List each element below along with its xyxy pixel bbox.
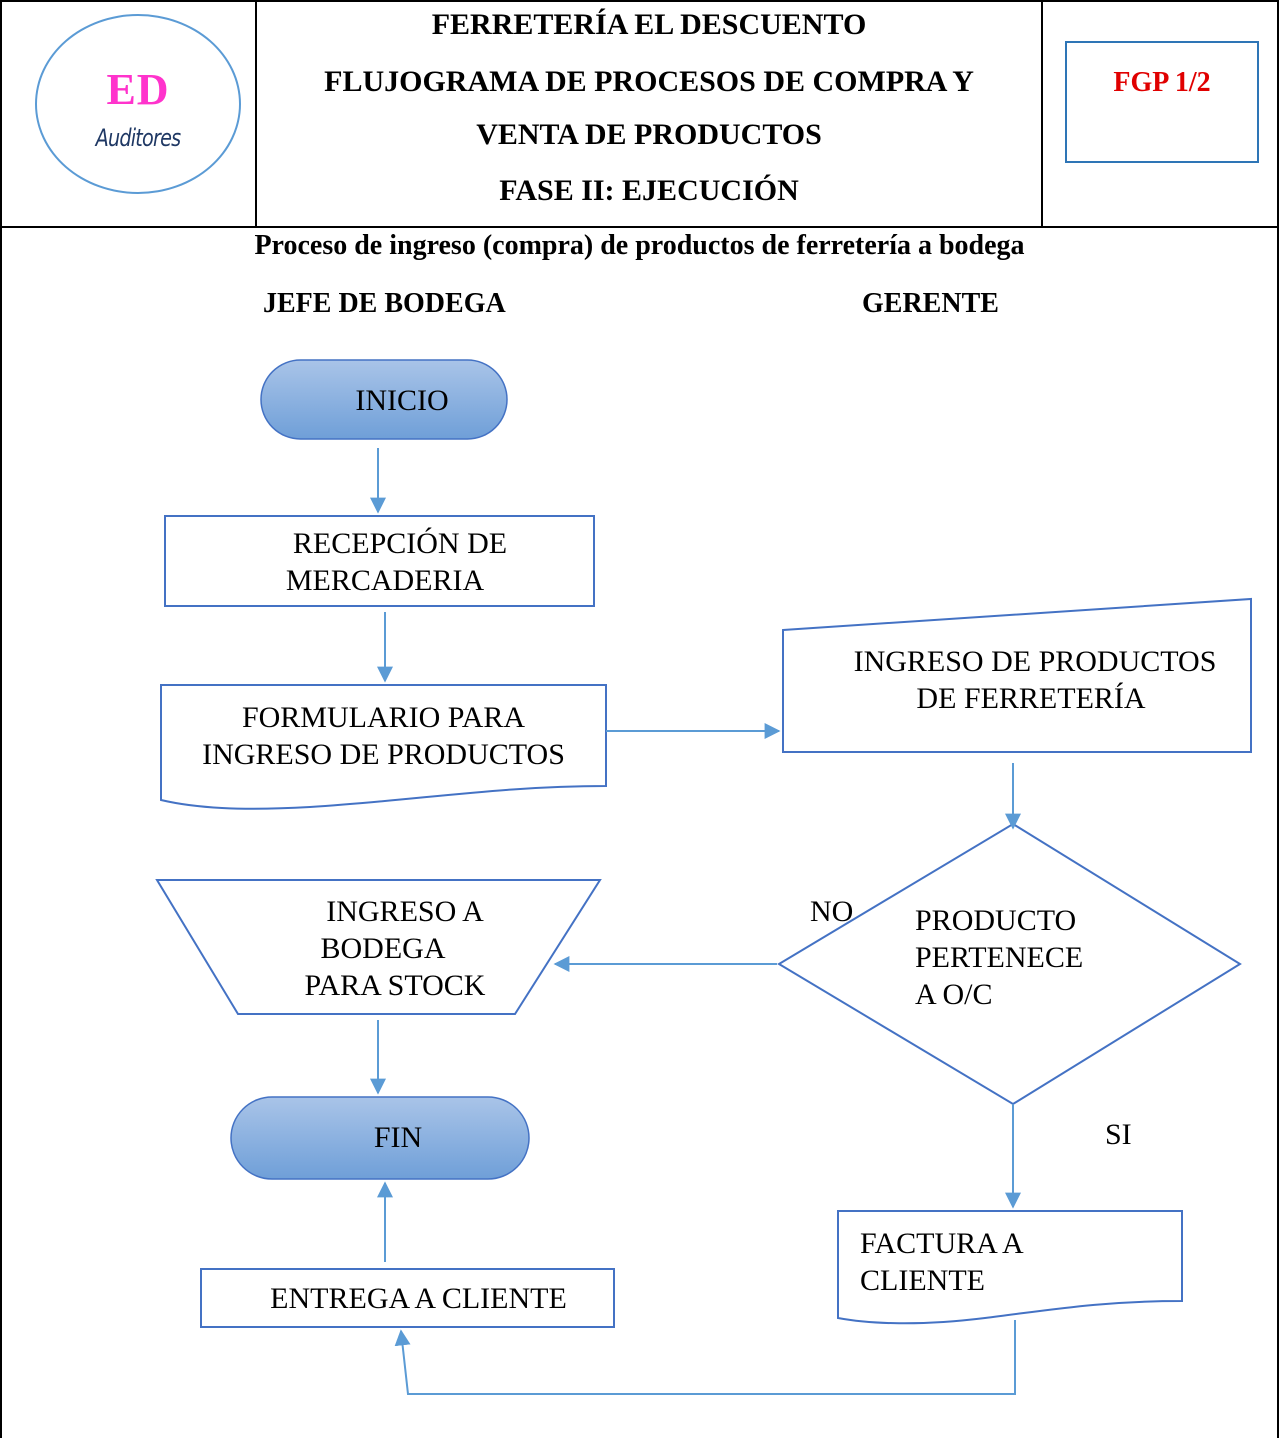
factura-label-line-2: CLIENTE	[860, 1264, 985, 1297]
ingreso-productos-manual-input-shape	[782, 597, 1252, 753]
formulario-label-line-2: INGRESO DE PRODUCTOS	[202, 738, 565, 771]
frame-divider-1	[255, 0, 257, 227]
lane-label-jefe-de-bodega: JEFE DE BODEGA	[263, 288, 506, 319]
frame-header-bottom	[0, 226, 1279, 228]
frame-left	[0, 0, 2, 1438]
formulario-document-shape	[160, 684, 607, 810]
process-title: Proceso de ingreso (compra) de productos…	[254, 230, 1025, 261]
fin-label: FIN	[373, 1121, 423, 1154]
recepcion-label-line-1: RECEPCIÓN DE	[292, 527, 508, 560]
decision-label-line-1: PRODUCTO	[915, 904, 1077, 937]
company-name: FERRETERÍA EL DESCUENTO	[431, 8, 867, 41]
formulario-label: FORMULARIO PARA INGRESO DE PRODUCTOS	[161, 699, 606, 773]
entrega-process-box	[200, 1268, 615, 1328]
ingreso-bodega-label-line-3: PARA STOCK	[304, 969, 486, 1002]
lane-label-gerente: GERENTE	[862, 288, 999, 319]
inicio-label: INICIO	[355, 384, 449, 417]
ingreso-productos-label-line-1: INGRESO DE PRODUCTOS	[853, 645, 1217, 678]
ingreso-productos-label-line-2: DE FERRETERÍA	[916, 682, 1146, 715]
ingreso-bodega-label-line-1: INGRESO A	[326, 895, 484, 928]
decision-label-line-2: PERTENECE	[915, 941, 1084, 974]
decision-label-line-3: A O/C	[915, 978, 993, 1011]
recepcion-label: RECEPCIÓN DE MERCADERIA	[180, 525, 620, 599]
arrow-factura-to-entrega	[394, 1320, 1016, 1395]
ingreso-bodega-trapezoid	[155, 879, 602, 1015]
logo-mark: ED	[106, 65, 170, 114]
document-code-box: FGP 1/2	[1065, 41, 1259, 163]
factura-label: FACTURA A CLIENTE	[860, 1225, 1024, 1299]
document-title-line-1: FLUJOGRAMA DE PROCESOS DE COMPRA Y	[324, 65, 974, 98]
decision-label: PRODUCTO PERTENECE A O/C	[915, 902, 1083, 1013]
recepcion-label-line-2: MERCADERIA	[285, 564, 485, 597]
frame-top	[0, 0, 1279, 2]
factura-label-line-1: FACTURA A	[860, 1227, 1024, 1260]
edge-label-si: SI	[1105, 1118, 1132, 1151]
formulario-label-line-1: FORMULARIO PARA	[241, 701, 526, 734]
logo-subtitle: Auditores	[95, 124, 181, 152]
inicio-terminal	[260, 359, 508, 440]
ingreso-bodega-label: INGRESO A BODEGA PARA STOCK	[280, 893, 510, 1004]
phase-title: FASE II: EJECUCIÓN	[499, 174, 799, 207]
ingreso-bodega-label-line-2: BODEGA	[320, 932, 446, 965]
ingreso-productos-label: INGRESO DE PRODUCTOS DE FERRETERÍA	[820, 643, 1250, 717]
fin-terminal	[230, 1096, 530, 1180]
factura-document-shape	[837, 1210, 1183, 1325]
document-title-line-2: VENTA DE PRODUCTOS	[476, 118, 822, 151]
logo: ED Auditores	[35, 14, 241, 194]
document-code: FGP 1/2	[1113, 67, 1211, 98]
frame-right	[1277, 0, 1279, 1438]
entrega-label: ENTREGA A CLIENTE	[270, 1282, 567, 1315]
recepcion-process-box	[164, 515, 595, 607]
frame-divider-2	[1041, 0, 1043, 227]
edge-label-no: NO	[810, 895, 854, 928]
